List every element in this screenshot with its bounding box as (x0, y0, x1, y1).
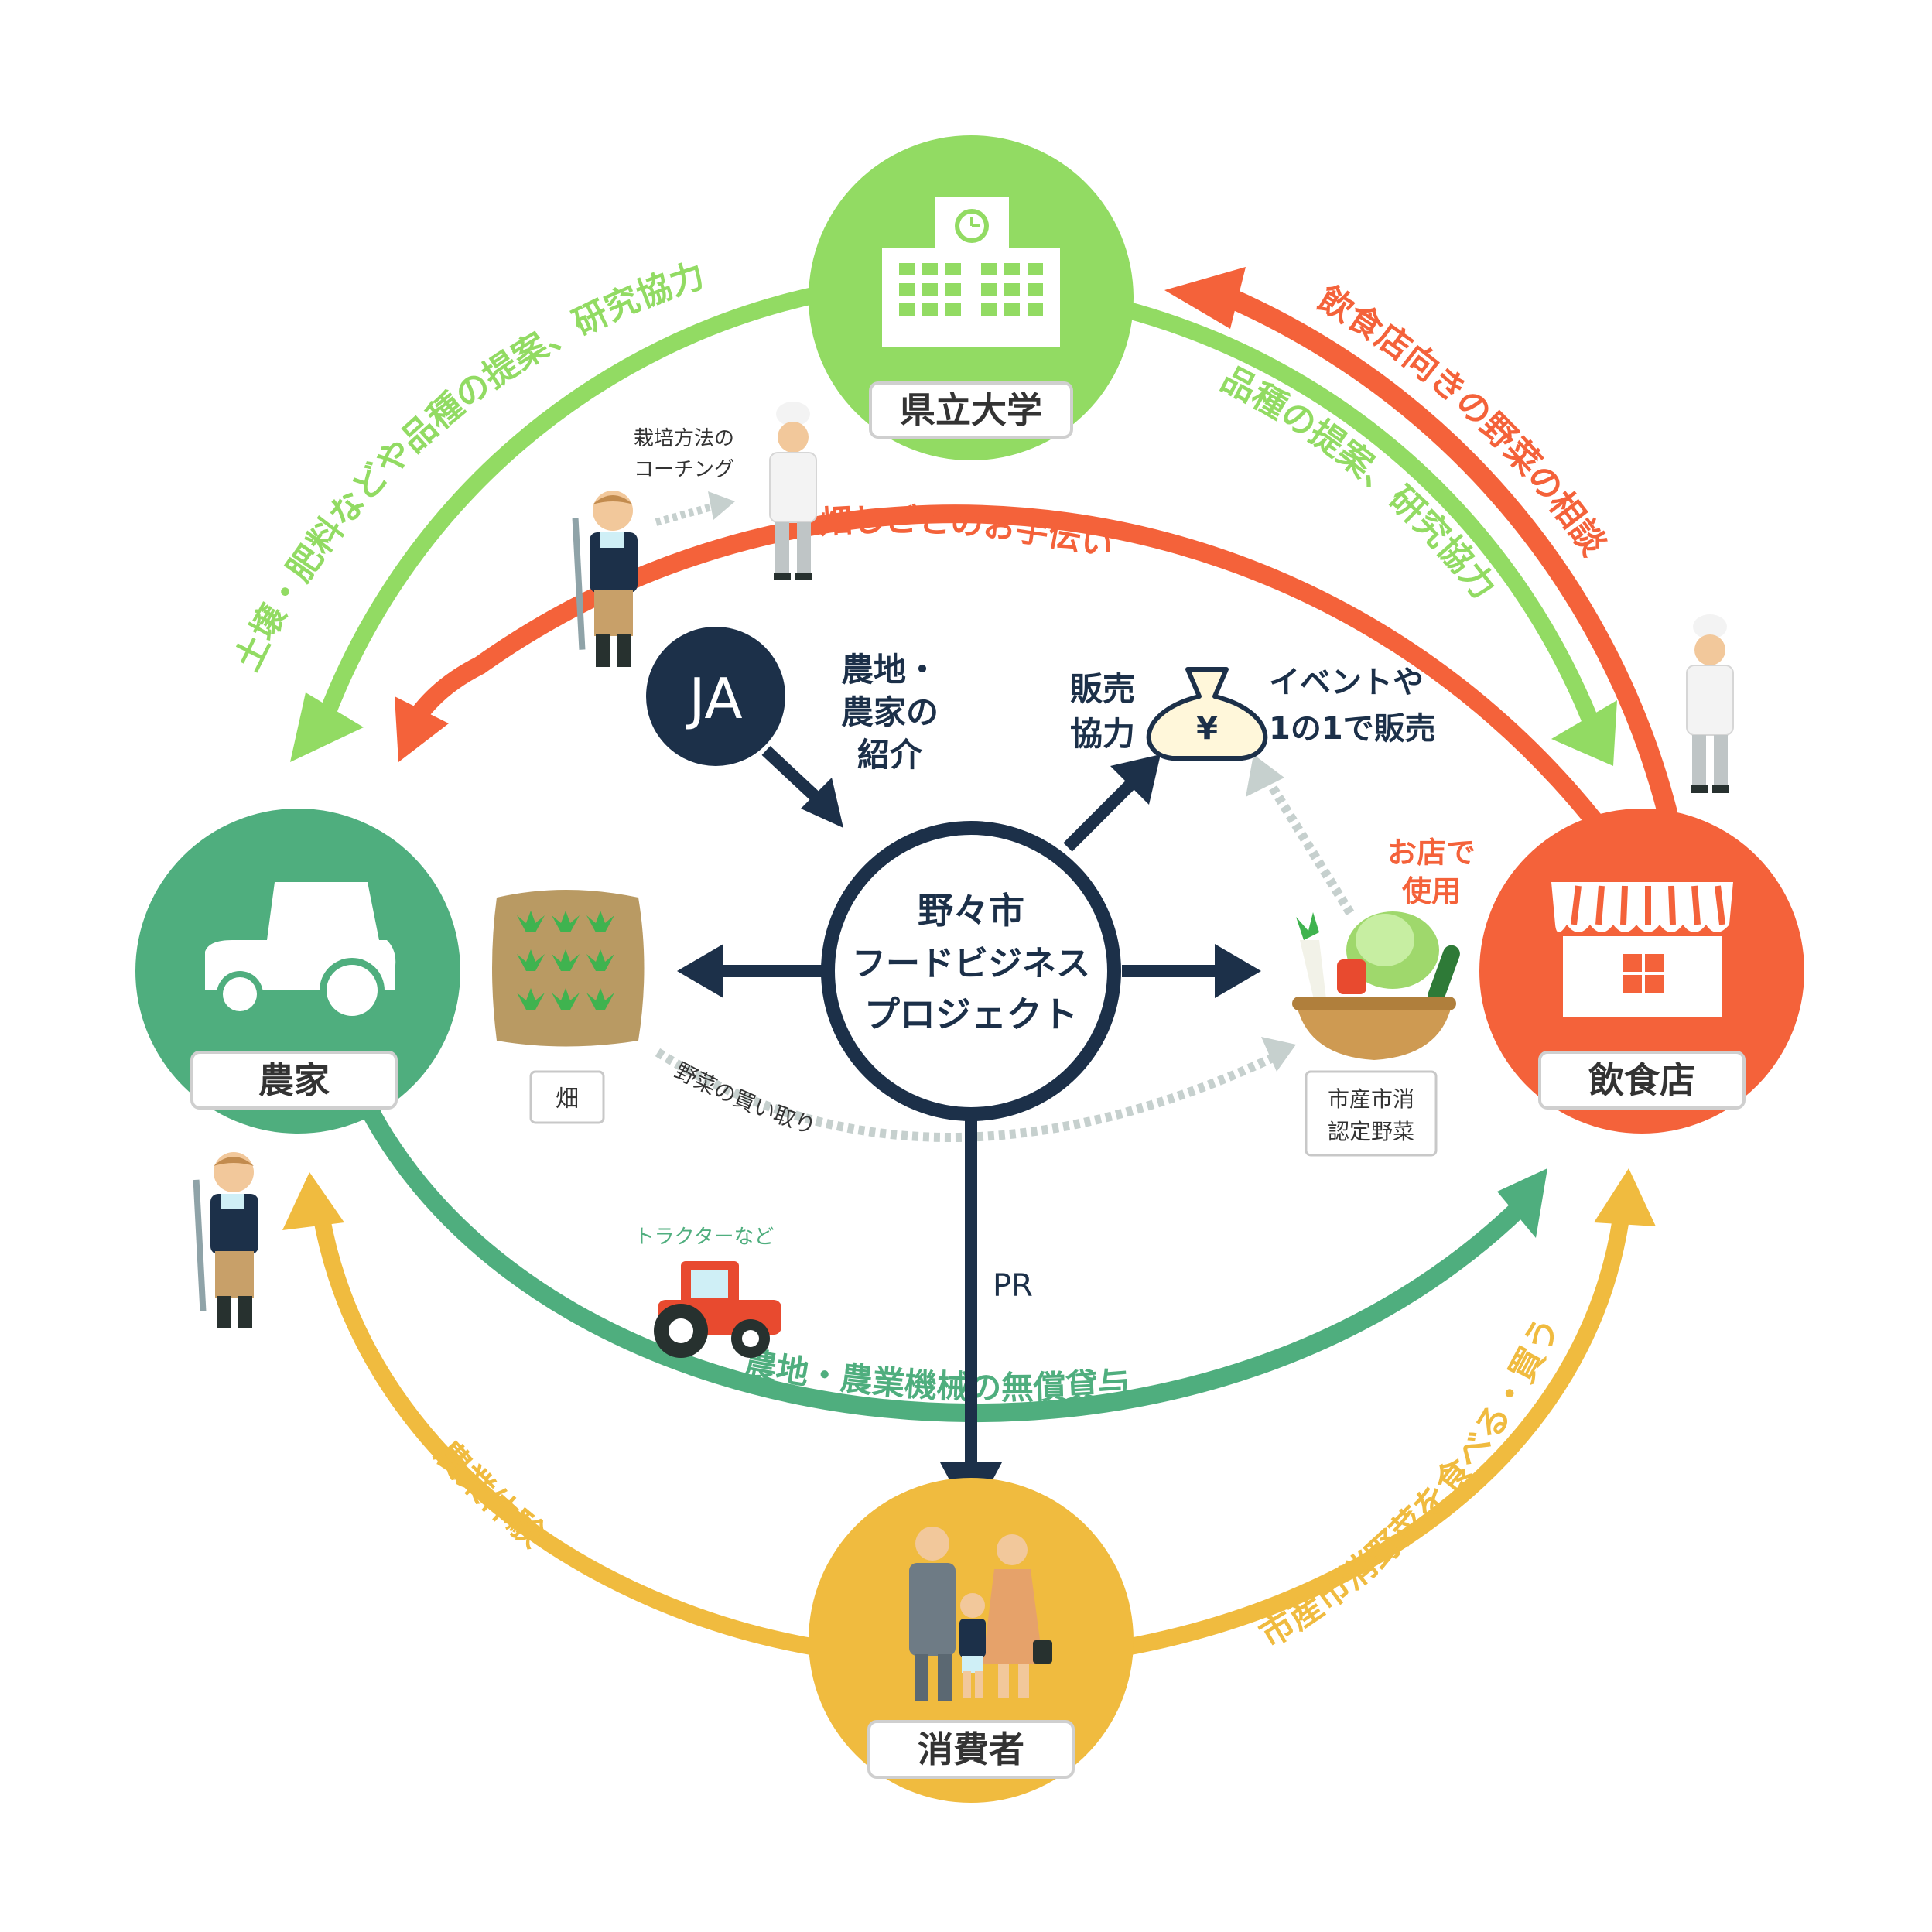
svg-text:¥: ¥ (1196, 711, 1218, 747)
certified-label-box: 市産市消 認定野菜 (1305, 1070, 1438, 1157)
consumer-label: 消費者 (918, 1729, 1024, 1770)
arc-field-help (395, 504, 1603, 829)
event-sales-line-1: イベントや (1269, 665, 1424, 700)
ja-label: JA (686, 666, 742, 731)
purchase-dotted-line (655, 1048, 1287, 1142)
tractor-icon (654, 1261, 781, 1358)
field-label: 畑 (556, 1086, 579, 1113)
chef-person-icon-2 (1686, 614, 1734, 793)
arc-consult (1164, 267, 1677, 822)
arc-field-help-label: 畑しごとのお手伝い (819, 501, 1117, 565)
restaurant-label: 飲食店 (1588, 1059, 1695, 1101)
arc-soil (290, 286, 829, 762)
farmer-person-icon (572, 491, 638, 667)
farmer-person-icon-2 (193, 1152, 258, 1328)
university-node: 県立大学 (809, 135, 1134, 460)
tractor-silhouette-icon (205, 882, 396, 1023)
center-hub: 野々市 フードビジネス プロジェクト (677, 746, 1261, 1520)
consumer-node: 消費者 (809, 1478, 1134, 1803)
shop-arrowhead (1246, 754, 1284, 797)
shop-icon (1551, 882, 1733, 1017)
arc-variety (1117, 301, 1617, 766)
vegetable-basket-icon (1292, 911, 1460, 1060)
field-label-box: 畑 (529, 1070, 605, 1124)
restaurant-node: 飲食店 (1479, 809, 1804, 1134)
arc-experience-label: 農業体験 (427, 1434, 552, 1555)
certified-line-1: 市産市消 (1328, 1086, 1414, 1112)
money-bag-icon: ¥ (1146, 667, 1268, 761)
farmer-label: 農家 (258, 1059, 330, 1101)
coaching-dotted-line (655, 503, 713, 526)
certified-line-2: 認定野菜 (1328, 1119, 1414, 1144)
ja-intro-line-3: 紹介 (857, 736, 923, 774)
sales-coop-line-2: 協力 (1070, 715, 1135, 753)
chef-person-icon (769, 402, 817, 580)
shop-use-line-2: 使用 (1402, 874, 1461, 908)
shop-dotted-line (1264, 778, 1355, 916)
purchase-arrowhead (1261, 1037, 1296, 1072)
school-building-icon (882, 197, 1060, 347)
coaching-arrowhead (708, 491, 735, 520)
coaching-line-2: コーチング (634, 458, 734, 481)
center-line-2: フードビジネス (852, 944, 1090, 983)
pr-label: PR (993, 1268, 1033, 1304)
arc-lending (354, 1089, 1547, 1422)
arc-eat-buy (1113, 1168, 1656, 1657)
ja-node: JA (646, 627, 785, 766)
ja-intro-line-2: 農家の (841, 693, 939, 731)
coaching-line-1: 栽培方法の (634, 427, 734, 450)
shop-use-line-1: お店で (1387, 836, 1476, 870)
family-icon (909, 1527, 1052, 1701)
university-label: 県立大学 (900, 389, 1042, 431)
farmer-node: 農家 (135, 809, 460, 1134)
purchase-label: 野菜の買い取り (671, 1058, 819, 1140)
center-line-1: 野々市 (918, 890, 1024, 932)
center-line-3: プロジェクト (864, 993, 1078, 1035)
tractor-label: トラクターなど (634, 1226, 775, 1249)
ja-intro-line-1: 農地・ (841, 651, 939, 689)
arc-experience (282, 1172, 829, 1657)
sales-coop-line-1: 販売 (1070, 670, 1135, 708)
arc-eat-buy-label: 市産市消野菜を食べる・買う (1253, 1311, 1568, 1656)
field-icon (492, 890, 645, 1047)
event-sales-line-2: 1の1で販売 (1269, 711, 1436, 747)
